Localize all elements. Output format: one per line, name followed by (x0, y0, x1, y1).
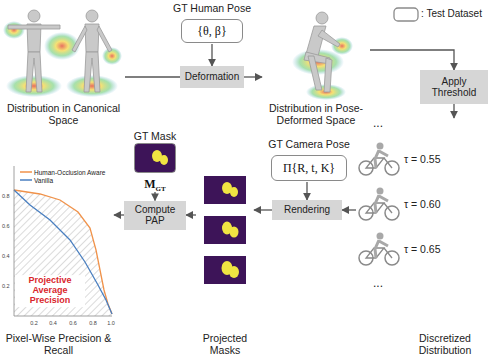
connector (186, 214, 196, 215)
process-label: Compute PAP (128, 204, 182, 227)
tick-label: 0.4 (2, 253, 10, 259)
camera-input: GT Camera PoseΠ{R, t, K} (266, 138, 352, 182)
mask-image (204, 216, 246, 244)
mask-input: GT MaskMGT (130, 130, 180, 192)
pr-chart (14, 166, 112, 316)
tick-label: 0.6 (69, 320, 77, 326)
input-heading: GT Human Pose (172, 2, 252, 15)
bike-rider (359, 188, 399, 221)
bike-rider (359, 143, 399, 176)
masks-panel: Projected Masks (196, 168, 254, 358)
deformed-heat (292, 37, 353, 100)
process-box: Rendering (272, 200, 342, 220)
connector (254, 209, 272, 210)
human-body (8, 10, 112, 92)
input-heading: GT Camera Pose (266, 138, 352, 151)
tick-label: 0.8 (2, 193, 10, 199)
symbol-subscript: GT (156, 185, 166, 193)
caption: Discretized Distribution (400, 332, 490, 356)
threshold-label: τ = 0.55 (404, 154, 441, 166)
tick-label: 0.8 (89, 320, 97, 326)
process-box: Compute PAP (124, 201, 186, 230)
threshold-label: ... (373, 277, 383, 290)
connector (453, 104, 454, 118)
bike-rider (359, 233, 399, 266)
connector (125, 76, 180, 77)
input-value: Π{R, t, K} (283, 161, 335, 176)
mask-image (204, 256, 246, 284)
test-data-frame (134, 143, 176, 173)
caption: Pixel-Wise Precision & Recall (3, 332, 114, 356)
tick-label: 0.2 (30, 320, 38, 326)
threshold-label: ... (373, 117, 383, 130)
mask-image (135, 144, 175, 172)
threshold-label: τ = 0.65 (404, 244, 441, 256)
input-value: {θ, β} (197, 24, 226, 39)
chart-panel: Pixel-Wise Precision & Recall (3, 158, 114, 358)
test-data-frame: {θ, β} (181, 19, 243, 43)
connector (211, 44, 212, 66)
process-label: Apply Threshold (424, 76, 484, 99)
connector (306, 182, 307, 200)
tick-label: 1.0 (107, 320, 115, 326)
connector (154, 192, 155, 201)
area-label: Projective Average Precision (15, 275, 85, 307)
deformed-figure: Distribution in Pose-Deformed Space (262, 2, 370, 128)
connector (244, 76, 262, 77)
legend-sample (394, 8, 418, 21)
connector (342, 209, 356, 210)
canonical-heat (3, 21, 122, 97)
canonical-figure: Distribution in Canonical Space (2, 2, 125, 128)
process-box: Apply Threshold (420, 70, 488, 104)
process-box: Deformation (180, 66, 244, 88)
tick-label: 0.4 (49, 320, 57, 326)
legend-text: Vanilla (34, 177, 53, 184)
connector (114, 214, 124, 215)
connector (370, 50, 454, 70)
symbol-main: M (144, 177, 155, 191)
legend-text: : Test Dataset (421, 8, 482, 19)
input-heading: GT Mask (130, 130, 180, 143)
test-data-frame: Π{R, t, K} (271, 155, 347, 181)
caption: Projected Masks (196, 332, 254, 356)
human-body (304, 12, 340, 92)
mask-image (204, 176, 246, 204)
pose-input: GT Human Pose {θ, β} (172, 2, 252, 44)
tick-label: 0.6 (2, 223, 10, 229)
caption: Distribution in Canonical Space (2, 102, 125, 126)
process-label: Deformation (185, 71, 239, 83)
process-label: Rendering (284, 204, 330, 216)
legend-text: Human-Occlusion Aware (34, 169, 105, 176)
caption: Distribution in Pose-Deformed Space (262, 102, 370, 126)
threshold-label: τ = 0.60 (404, 199, 441, 211)
mask-symbol: MGT (130, 175, 180, 191)
tick-label: 0.2 (2, 283, 10, 289)
